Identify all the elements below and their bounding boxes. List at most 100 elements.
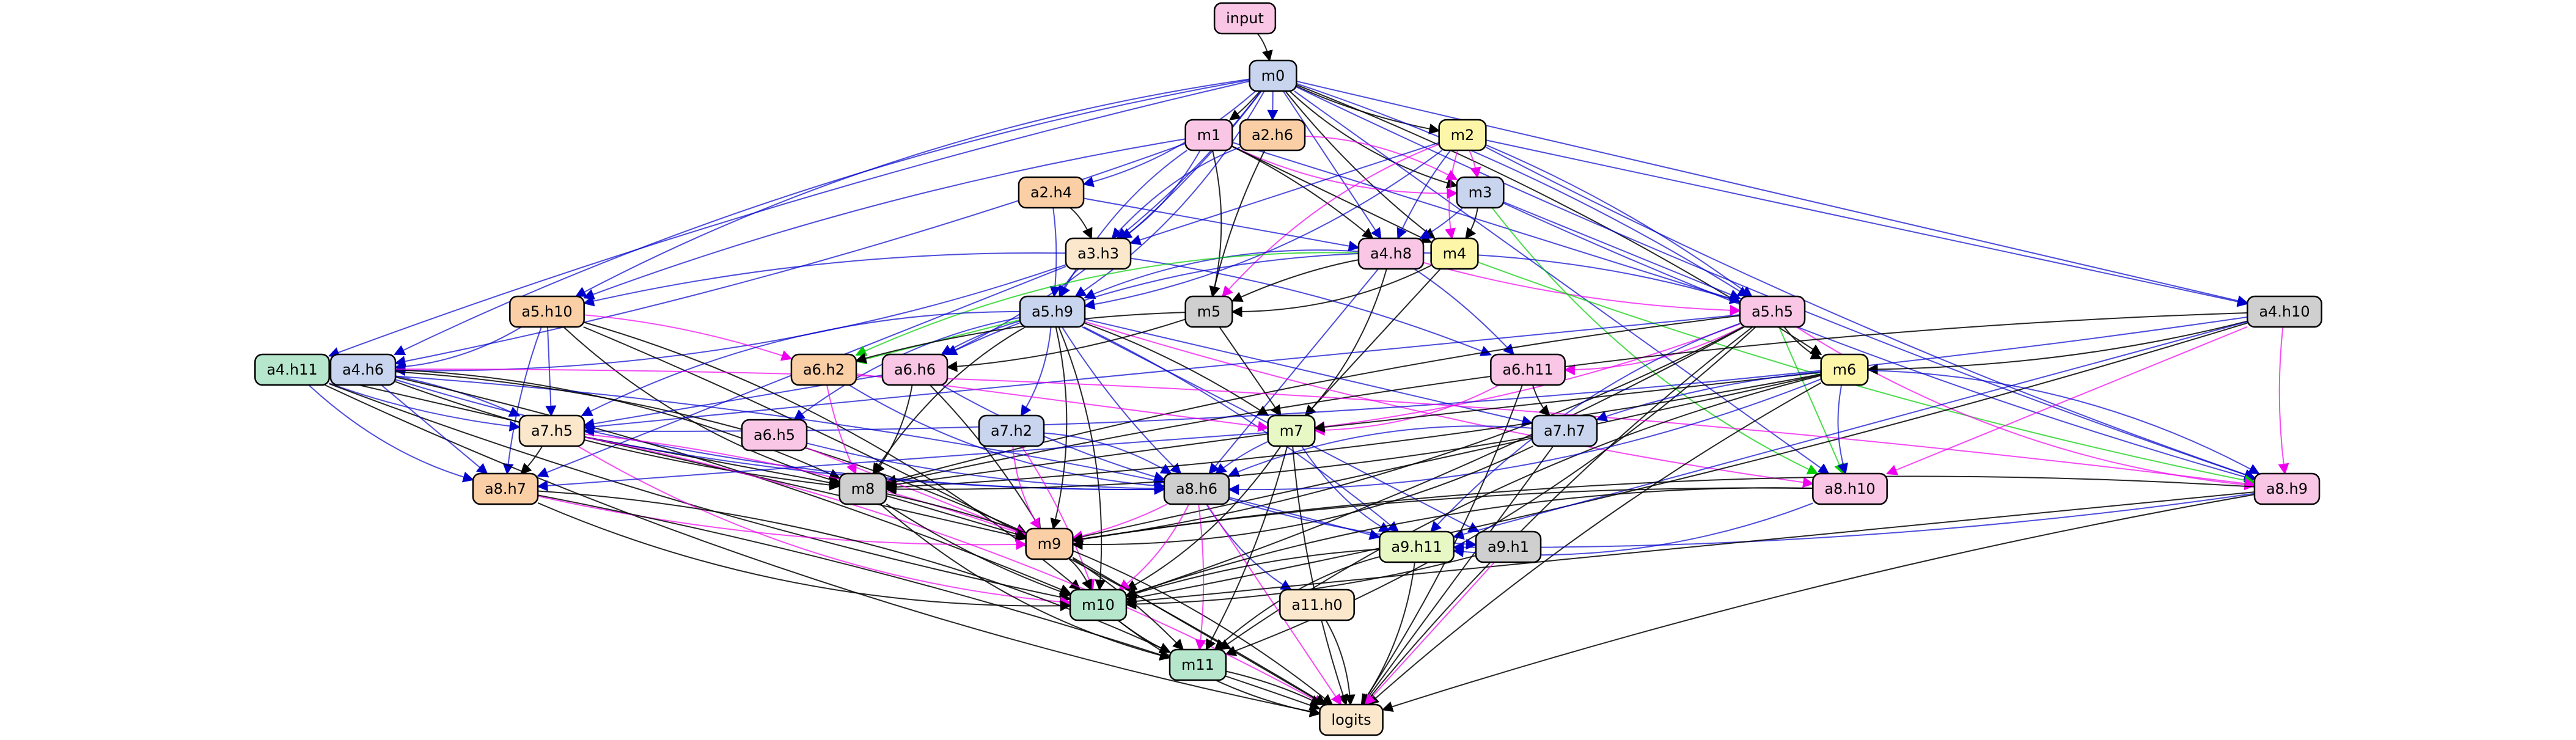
edge-m4-to-a6-h6 <box>945 252 1431 356</box>
node-a5-h5: a5.h5 <box>1739 295 1806 328</box>
edge-m4-to-a5-h5 <box>1478 254 1741 304</box>
edge-m4-to-a8-h9 <box>1477 262 2256 486</box>
node-box <box>329 353 397 386</box>
edge-a5-h9-to-a7-h5 <box>581 310 1020 416</box>
edge-a7-h2-to-m9 <box>1012 445 1041 530</box>
edge-a6-h11-to-m7 <box>1313 384 1500 436</box>
node-label: a5.h9 <box>1032 303 1073 320</box>
edge-a6-h11-to-a7-h7 <box>1532 384 1550 417</box>
node-label: a5.h5 <box>1752 303 1793 320</box>
edge-m3-to-a4-h8 <box>1419 207 1464 239</box>
edge-m2-to-a5-h5 <box>1485 144 1753 298</box>
edge-m2-to-a5-h9 <box>1084 150 1443 310</box>
edge-a8-h7-to-m10 <box>537 502 1071 612</box>
edge-a7-h5-to-a8-h7 <box>520 445 543 475</box>
edge-m4-to-m7 <box>1304 268 1441 417</box>
edge-m7-to-a8-h6 <box>1215 441 1269 475</box>
edge-m6-to-a8-h9 <box>1868 370 2260 474</box>
edge-a5-h10-to-m10 <box>584 321 1081 591</box>
node-label: a7.h2 <box>991 422 1032 439</box>
node-box <box>1475 530 1542 563</box>
edge-m0-to-a4-h10 <box>1296 80 2249 306</box>
edge-m3-to-a8-h9 <box>1503 202 2256 483</box>
node-a8-h10: a8.h10 <box>1812 472 1888 505</box>
edge-m6-to-logits <box>1367 382 1822 706</box>
edge-m3-to-a8-h10 <box>1491 207 1819 475</box>
node-label: a4.h6 <box>342 361 384 378</box>
edge-a2-h6-to-a3-h3 <box>1111 147 1241 240</box>
node-box <box>741 419 808 452</box>
node-box <box>518 414 585 447</box>
node-label: a7.h7 <box>1544 422 1585 439</box>
node-label: a4.h11 <box>266 361 317 378</box>
node-a6-h5: a6.h5 <box>741 419 808 452</box>
node-box <box>1163 472 1230 505</box>
node-label: m7 <box>1280 422 1304 439</box>
edge-m1-to-a5-h10 <box>582 138 1186 300</box>
node-a4-h10: a4.h10 <box>2247 295 2322 328</box>
node-box <box>1267 414 1316 447</box>
edge-a5-h9-to-a7-h7 <box>1084 318 1533 427</box>
edge-a8-h6-to-m10 <box>1118 504 1190 591</box>
edge-a5-h5-to-a7-h5 <box>583 314 1741 433</box>
node-box <box>509 295 585 328</box>
edge-a4-h8-to-m5 <box>1231 259 1359 302</box>
edge-a4-h11-to-a7-h5 <box>329 383 521 432</box>
edge-a4-h10-to-a8-h9 <box>2278 326 2289 475</box>
edge-a2-h6-to-m5 <box>1209 150 1266 298</box>
edge-a8-h9-to-a9-h11 <box>1452 493 2255 553</box>
edge-a5-h9-to-a8-h6 <box>1061 326 1182 475</box>
node-label: m5 <box>1197 303 1221 320</box>
node-a2-h4: a2.h4 <box>1018 176 1085 209</box>
node-box <box>1065 237 1132 270</box>
edge-a8-h9-to-m9 <box>1071 475 2255 544</box>
node-label: a4.h8 <box>1370 245 1412 262</box>
node-box <box>1379 530 1455 563</box>
node-label: m9 <box>1038 535 1062 552</box>
node-a4-h6: a4.h6 <box>329 353 397 386</box>
edge-a8-h6-to-a9-h11 <box>1228 497 1381 540</box>
edge-m2-to-a4-h10 <box>1486 139 2249 307</box>
edge-m0-to-a4-h8 <box>1282 90 1382 240</box>
edge-m8-to-m10 <box>886 504 1071 597</box>
node-box <box>1438 119 1487 152</box>
edge-a7-h7-to-m9 <box>1071 445 1533 551</box>
edge-a7-h2-to-a8-h6 <box>1043 432 1172 474</box>
edge-a9-h11-to-m10 <box>1125 548 1380 599</box>
edge-m6-to-m8 <box>885 373 1821 493</box>
node-label: input <box>1226 10 1264 27</box>
node-m0: m0 <box>1249 59 1297 92</box>
node-box <box>1319 703 1384 736</box>
node-a2-h6: a2.h6 <box>1239 119 1306 152</box>
node-a4-h8: a4.h8 <box>1357 237 1425 270</box>
edge-a8-h6-to-m9 <box>1071 504 1168 541</box>
edge-a2-h4-to-a4-h8 <box>1083 197 1360 252</box>
edge-m8-to-m9 <box>886 495 1027 540</box>
edge-a4-h8-to-a5-h5 <box>1423 262 1741 316</box>
node-box <box>254 353 330 386</box>
edge-m0-to-a5-h10 <box>574 78 1250 297</box>
node-label: m8 <box>851 480 875 497</box>
node-a9-h1: a9.h1 <box>1475 530 1542 563</box>
edge-a7-h7-to-logits <box>1362 445 1554 706</box>
edge-a4-h8-to-a6-h2 <box>855 252 1359 356</box>
edge-m2-to-m3 <box>1469 150 1481 178</box>
node-m10: m10 <box>1069 588 1128 621</box>
edge-m7-to-m8 <box>885 433 1268 490</box>
edge-m2-to-m4 <box>1445 150 1459 240</box>
node-label: a5.h10 <box>521 303 572 320</box>
edge-a5-h5-to-a9-h11 <box>1430 323 1741 533</box>
node-label: a7.h5 <box>531 422 573 439</box>
edge-a5-h9-to-a8-h10 <box>1084 321 1815 488</box>
edge-a5-h5-to-logits <box>1363 326 1753 706</box>
node-box <box>1019 295 1086 328</box>
node-box <box>1249 59 1297 92</box>
edge-a5-h9-to-m10 <box>1058 326 1106 591</box>
node-box <box>1357 237 1425 270</box>
edge-a3-h3-to-a5-h9 <box>1059 268 1079 298</box>
edge-a4-h11-to-m10 <box>329 383 1071 603</box>
edge-a5-h9-to-m9 <box>1050 326 1068 530</box>
edge-m0-to-a4-h11 <box>328 80 1250 358</box>
edge-m0-to-a3-h3 <box>1116 90 1262 240</box>
